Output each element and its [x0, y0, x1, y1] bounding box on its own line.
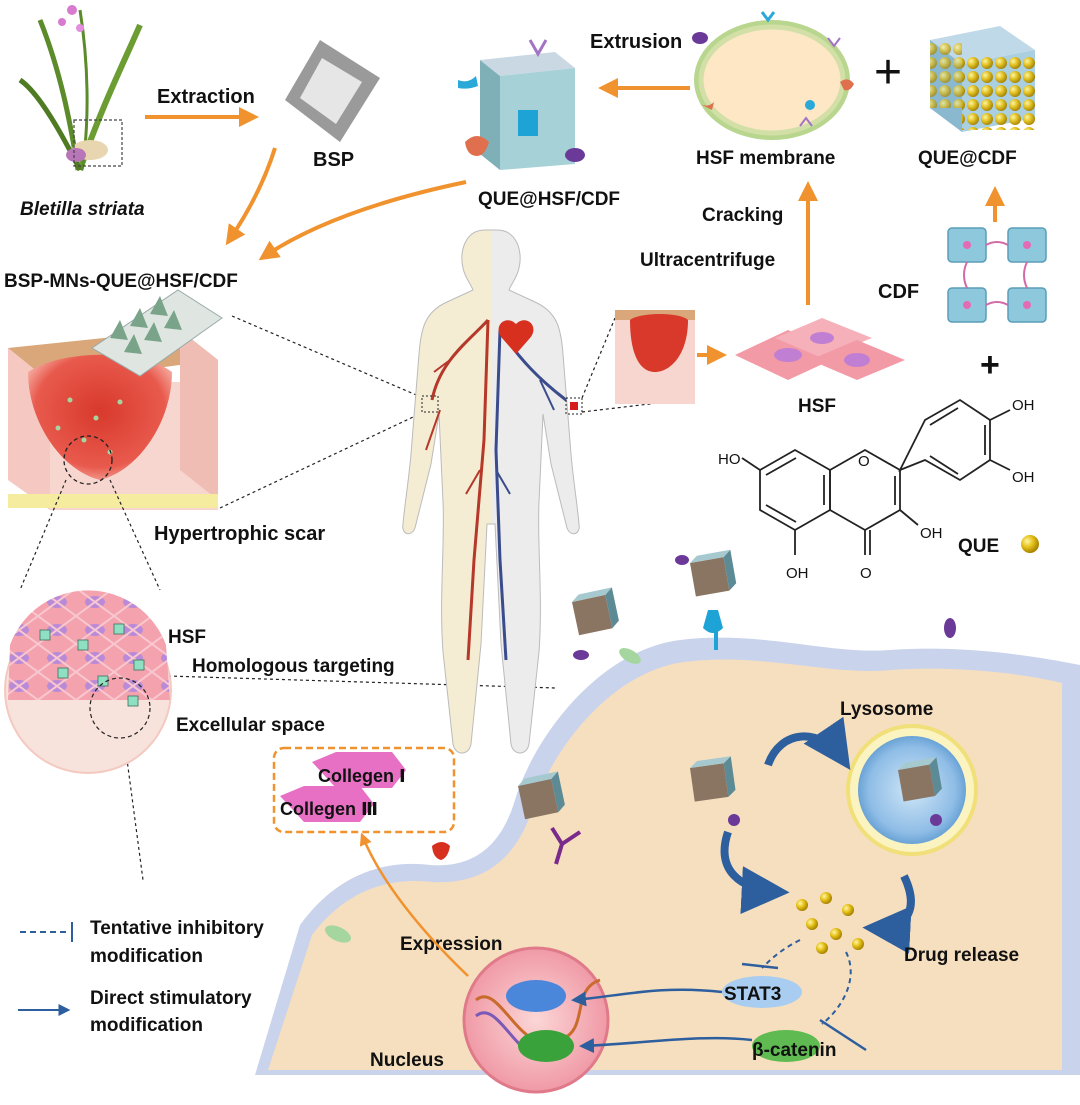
inhibitory-paths [761, 939, 852, 1025]
label-cracking: Cracking [702, 205, 783, 226]
chem-oh-1: OH [1012, 397, 1035, 414]
stat3-protein [722, 976, 802, 1008]
nucleus [462, 946, 610, 1094]
cdf-framework [947, 227, 1047, 323]
label-ultracentrifuge: Ultracentrifuge [640, 250, 775, 271]
label-bsp-mns: BSP-MNs-QUE@HSF/CDF [4, 271, 238, 292]
que-particle-icon [1021, 535, 1039, 553]
label-cdf: CDF [878, 281, 919, 303]
label-collagen-3: Collegen Ⅲ [280, 799, 378, 819]
lysosome [846, 724, 978, 856]
label-excellular-space: Excellular space [176, 715, 325, 736]
label-stat3: STAT3 [724, 984, 781, 1005]
label-extrusion: Extrusion [590, 31, 682, 53]
legend: Tentative inhibitory modification Direct… [18, 918, 264, 1036]
bletilla-plant [18, 5, 143, 172]
scar-zoom-panel [615, 310, 695, 404]
hsf-membrane-vesicle [692, 11, 854, 140]
quercetin-structure [741, 398, 1011, 555]
legend-stimulatory-2: modification [90, 1015, 203, 1036]
que-release-particles [796, 892, 864, 954]
label-que-cdf: QUE@CDF [918, 148, 1017, 169]
label-hsf-membrane: HSF membrane [696, 148, 835, 169]
label-que-hsf-cdf: QUE@HSF/CDF [478, 189, 620, 210]
uptake-arrows [720, 716, 915, 954]
hsf-tissue-zoom [4, 590, 172, 774]
collagen-box [272, 746, 456, 834]
arrow-bsp-to-mn [225, 147, 277, 246]
label-extraction: Extraction [157, 86, 255, 108]
label-lysosome: Lysosome [840, 699, 933, 720]
cytoplasm [268, 659, 1062, 1070]
label-bletilla-striata: Bletilla striata [20, 199, 145, 220]
arrow-que-to-mn [258, 180, 467, 261]
label-collagen-1: Collegen Ⅰ [318, 766, 406, 786]
chem-oh-2: OH [1012, 469, 1035, 486]
label-nucleus: Nucleus [370, 1050, 444, 1071]
beta-catenin-protein [752, 1030, 820, 1062]
plus-sign-top: + [874, 46, 902, 99]
hsf-cells [735, 318, 905, 380]
chem-o-keto: O [860, 565, 872, 582]
chem-ho: HO [718, 451, 741, 468]
legend-stimulatory-1: Direct stimulatory [90, 988, 252, 1009]
arrow-expression-to-collagen [359, 832, 469, 977]
stimulatory-arrows [571, 988, 753, 1054]
plus-sign-right: + [980, 346, 1000, 384]
chem-oh-4: OH [786, 565, 809, 582]
label-hypertrophic-scar: Hypertrophic scar [154, 523, 325, 545]
callout-lines [19, 315, 659, 881]
inhibition-bars [741, 962, 867, 1052]
human-body [402, 229, 583, 754]
legend-inhibitory-1: Tentative inhibitory [90, 918, 264, 939]
label-drug-release: Drug release [904, 945, 1019, 966]
zoom-ring-skin [63, 435, 113, 485]
label-bsp: BSP [313, 149, 354, 171]
zoom-ring-extracellular [89, 677, 151, 739]
label-homologous-targeting: Homologous targeting [192, 656, 395, 677]
chem-o-ring: O [858, 453, 870, 470]
chem-oh-3: OH [920, 525, 943, 542]
bsp-powder [285, 40, 380, 142]
legend-inhibitory-2: modification [90, 946, 203, 967]
label-hsf-zoom: HSF [168, 627, 206, 648]
skin-scar-block [8, 289, 223, 510]
label-expression: Expression [400, 934, 502, 955]
label-hsf-cells: HSF [798, 396, 836, 417]
nanoparticle-cubes [324, 549, 956, 943]
que-hsf-cdf-cube [458, 39, 585, 170]
que-cdf-cube [930, 26, 1035, 132]
label-que: QUE [958, 536, 999, 557]
target-cell [255, 637, 1080, 1075]
label-beta-catenin: β-catenin [752, 1040, 836, 1061]
